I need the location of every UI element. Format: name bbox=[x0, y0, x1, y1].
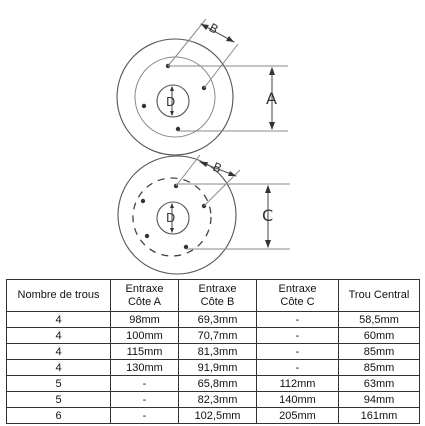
five-hole-label-d: D bbox=[166, 211, 175, 225]
five-hole-hub-drawing: B C D bbox=[117, 154, 290, 275]
table-header-row: Nombre de trous Entraxe Côte A Entraxe C… bbox=[6, 279, 420, 312]
four-hole-label-b: B bbox=[207, 21, 221, 37]
header-hole-count: Nombre de trous bbox=[6, 279, 111, 312]
cell-spacing-c: - bbox=[256, 327, 339, 344]
cell-spacing-b: 70,7mm bbox=[178, 327, 257, 344]
arrow-head-icon bbox=[170, 86, 174, 91]
table-row: 4 130mm 91,9mm - 85mm bbox=[6, 359, 420, 376]
arrow-head-icon bbox=[170, 111, 174, 116]
table-row: 4 100mm 70,7mm - 60mm bbox=[6, 327, 420, 344]
cell-spacing-a: - bbox=[110, 375, 179, 392]
header-line: Côte B bbox=[200, 295, 235, 308]
cell-center-bore: 85mm bbox=[338, 359, 420, 376]
five-hole-bolt-hole bbox=[144, 233, 150, 239]
cell-hole-count: 4 bbox=[6, 327, 111, 344]
cell-center-bore: 94mm bbox=[338, 391, 420, 408]
header-line: Entraxe bbox=[125, 282, 164, 295]
five-hole-label-b: B bbox=[211, 160, 224, 176]
cell-spacing-c: - bbox=[256, 343, 339, 360]
cell-hole-count: 4 bbox=[6, 359, 111, 376]
arrow-head-icon bbox=[265, 185, 271, 193]
cell-hole-count: 5 bbox=[6, 375, 111, 392]
four-hole-center-bore bbox=[156, 84, 190, 118]
header-line: Côte A bbox=[127, 295, 162, 308]
cell-hole-count: 4 bbox=[6, 311, 111, 328]
cell-center-bore: 85mm bbox=[338, 343, 420, 360]
cell-spacing-c: - bbox=[256, 311, 339, 328]
cell-spacing-b: 102,5mm bbox=[178, 407, 257, 424]
four-hole-bolt-hole bbox=[175, 126, 181, 132]
cell-spacing-a: 100mm bbox=[110, 327, 179, 344]
cell-spacing-b: 69,3mm bbox=[178, 311, 257, 328]
header-spacing-a: Entraxe Côte A bbox=[110, 279, 179, 312]
arrow-head-icon bbox=[170, 228, 174, 233]
arrow-head-icon bbox=[228, 171, 236, 176]
header-center-bore: Trou Central bbox=[338, 279, 420, 312]
cell-spacing-a: 130mm bbox=[110, 359, 179, 376]
header-line: Entraxe bbox=[198, 282, 237, 295]
header-spacing-c: Entraxe Côte C bbox=[256, 279, 339, 312]
b-extension-line bbox=[175, 154, 201, 187]
cell-spacing-c: 205mm bbox=[256, 407, 339, 424]
header-line: Nombre de trous bbox=[17, 289, 100, 301]
five-hole-center-bore bbox=[156, 201, 190, 235]
four-hole-outer-rim bbox=[116, 38, 234, 156]
cell-spacing-b: 65,8mm bbox=[178, 375, 257, 392]
table-row: 5 - 82,3mm 140mm 94mm bbox=[6, 391, 420, 408]
cell-spacing-a: 115mm bbox=[110, 343, 179, 360]
table-row: 4 98mm 69,3mm - 58,5mm bbox=[6, 311, 420, 328]
cell-spacing-a: - bbox=[110, 391, 179, 408]
four-hole-hub-drawing: B A D bbox=[116, 18, 288, 156]
five-hole-bolt-hole bbox=[140, 198, 146, 204]
cell-spacing-c: 112mm bbox=[256, 375, 339, 392]
cell-spacing-b: 82,3mm bbox=[178, 391, 257, 408]
table-row: 5 - 65,8mm 112mm 63mm bbox=[6, 375, 420, 392]
cell-spacing-c: 140mm bbox=[256, 391, 339, 408]
cell-center-bore: 63mm bbox=[338, 375, 420, 392]
header-line: Entraxe bbox=[278, 282, 317, 295]
arrow-head-icon bbox=[265, 240, 271, 248]
table-row: 4 115mm 81,3mm - 85mm bbox=[6, 343, 420, 360]
header-line: Côte C bbox=[280, 295, 315, 308]
five-hole-label-c: C bbox=[262, 206, 273, 225]
cell-center-bore: 58,5mm bbox=[338, 311, 420, 328]
four-hole-label-d: D bbox=[166, 95, 175, 109]
cell-spacing-a: - bbox=[110, 407, 179, 424]
cell-hole-count: 4 bbox=[6, 343, 111, 360]
table-row: 6 - 102,5mm 205mm 161mm bbox=[6, 407, 420, 424]
arrow-head-icon bbox=[269, 122, 275, 130]
cell-spacing-b: 81,3mm bbox=[178, 343, 257, 360]
header-spacing-b: Entraxe Côte B bbox=[178, 279, 257, 312]
four-hole-bolt-hole bbox=[141, 103, 147, 109]
cell-hole-count: 6 bbox=[6, 407, 111, 424]
cell-spacing-b: 91,9mm bbox=[178, 359, 257, 376]
five-hole-outer-rim bbox=[117, 155, 237, 275]
arrow-head-icon bbox=[201, 24, 209, 30]
five-hole-pcd-dashed-ring bbox=[132, 177, 212, 257]
cell-center-bore: 161mm bbox=[338, 407, 420, 424]
arrow-head-icon bbox=[170, 203, 174, 208]
cell-hole-count: 5 bbox=[6, 391, 111, 408]
five-hole-bolt-hole bbox=[183, 244, 189, 250]
b-extension-line bbox=[167, 18, 207, 67]
wheel-bolt-pattern-sketch: B A D B C bbox=[116, 18, 290, 275]
cell-spacing-a: 98mm bbox=[110, 311, 179, 328]
arrow-head-icon bbox=[226, 36, 234, 42]
header-line: Trou Central bbox=[348, 289, 410, 301]
four-hole-label-a: A bbox=[266, 89, 277, 108]
arrow-head-icon bbox=[269, 67, 275, 75]
cell-center-bore: 60mm bbox=[338, 327, 420, 344]
arrow-head-icon bbox=[200, 162, 208, 167]
cell-spacing-c: - bbox=[256, 359, 339, 376]
bolt-pattern-table: Nombre de trous Entraxe Côte A Entraxe C… bbox=[6, 279, 420, 424]
